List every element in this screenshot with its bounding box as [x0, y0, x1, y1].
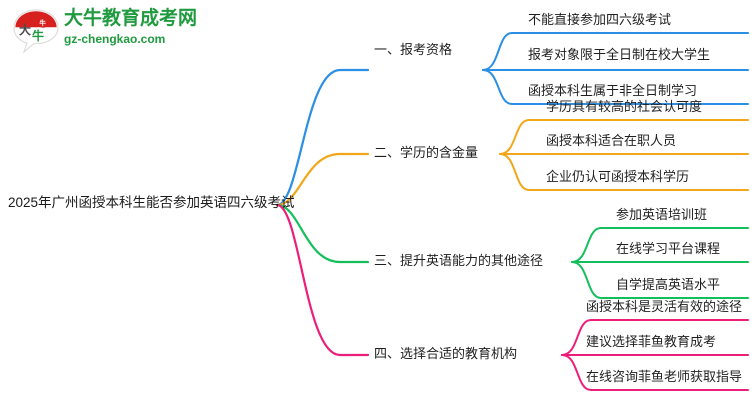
leaf-2-1[interactable]: 学历具有较高的社会认可度	[546, 99, 703, 114]
branch-4-links	[275, 203, 749, 391]
root-node-label[interactable]: 2025年广州函授本科生能否参加英语四六级考试	[8, 195, 295, 210]
leaf-2-2[interactable]: 函授本科适合在职人员	[546, 133, 677, 148]
branch-3-links	[275, 203, 749, 299]
leaf-1-3[interactable]: 函授本科生属于非全日制学习	[528, 83, 698, 98]
branch-2-links	[275, 119, 749, 207]
site-logo[interactable]: 牛 大 牛 大牛教育成考网 gz-chengkao.com	[12, 6, 197, 56]
logo-url: gz-chengkao.com	[64, 32, 166, 46]
leaf-3-3[interactable]: 自学提高英语水平	[616, 277, 721, 292]
leaf-4-3[interactable]: 在线咨询菲鱼老师获取指导	[586, 369, 743, 384]
logo-text: 大牛教育成考网 gz-chengkao.com	[64, 8, 197, 47]
branch-1-links	[275, 32, 749, 207]
logo-mark-icon: 牛 大 牛	[13, 9, 59, 54]
leaf-4-1[interactable]: 函授本科是灵活有效的途径	[586, 299, 743, 314]
leaf-4-2[interactable]: 建议选择菲鱼教育成考	[586, 334, 717, 349]
branch-label-1[interactable]: 一、报考资格	[374, 42, 453, 57]
svg-text:大: 大	[19, 22, 31, 37]
leaf-3-1[interactable]: 参加英语培训班	[616, 207, 708, 222]
logo-title: 大牛教育成考网	[64, 8, 198, 29]
leaf-3-2[interactable]: 在线学习平台课程	[616, 241, 721, 256]
svg-text:牛: 牛	[32, 28, 44, 43]
leaf-1-1[interactable]: 不能直接参加四六级考试	[528, 12, 672, 27]
branch-label-3[interactable]: 三、提升英语能力的其他途径	[374, 253, 544, 268]
branch-label-4[interactable]: 四、选择合适的教育机构	[374, 346, 518, 361]
branch-label-2[interactable]: 二、学历的含金量	[374, 145, 479, 160]
leaf-2-3[interactable]: 企业仍认可函授本科学历	[546, 169, 690, 184]
leaf-1-2[interactable]: 报考对象限于全日制在校大学生	[528, 47, 711, 62]
svg-text:牛: 牛	[39, 18, 46, 27]
